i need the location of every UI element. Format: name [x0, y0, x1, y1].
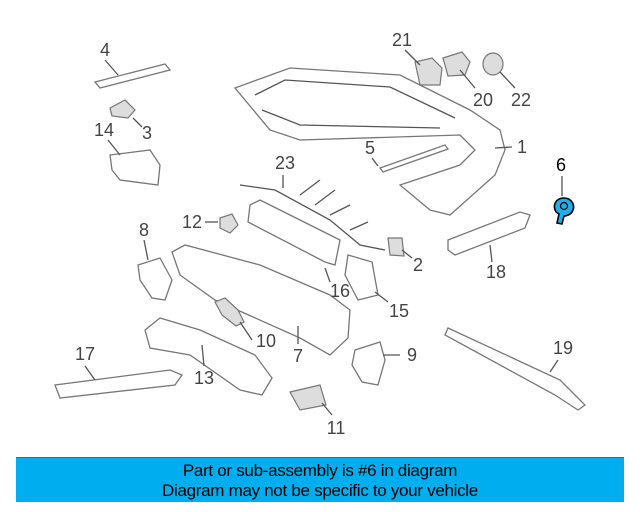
part-17-molding[interactable] [54, 369, 183, 399]
callout-1[interactable]: 1 [517, 137, 527, 157]
callout-14[interactable]: 14 [94, 120, 114, 140]
callout-13[interactable]: 13 [194, 368, 214, 388]
part-22-grommet[interactable] [482, 52, 504, 76]
part-2-bracket[interactable] [387, 237, 405, 257]
part-18-molding[interactable] [447, 211, 531, 256]
callout-18[interactable]: 18 [486, 262, 506, 282]
callout-4[interactable]: 4 [100, 40, 110, 60]
callout-23[interactable]: 23 [275, 153, 295, 173]
callout-17[interactable]: 17 [75, 344, 95, 364]
part-13-support[interactable] [144, 317, 273, 396]
callout-16[interactable]: 16 [330, 281, 350, 301]
part-3-clip[interactable] [109, 99, 136, 119]
part-11-bracket[interactable] [289, 384, 327, 411]
callout-8[interactable]: 8 [139, 220, 149, 240]
part-14-bracket[interactable] [109, 149, 161, 186]
callout-6[interactable]: 6 [556, 155, 566, 175]
leader-lines [84, 49, 563, 416]
callout-11[interactable]: 11 [327, 418, 346, 438]
part-23-wire-harness[interactable] [239, 179, 386, 251]
part-5-rod[interactable] [378, 144, 450, 173]
banner-line-disclaimer: Diagram may not be specific to your vehi… [162, 481, 478, 500]
part-12-plug[interactable] [219, 213, 239, 234]
part-4-molding[interactable] [93, 63, 172, 89]
callout-labels: 1 2 3 4 5 6 7 8 9 10 11 12 13 14 15 16 1… [75, 30, 573, 438]
callout-9[interactable]: 9 [407, 345, 417, 365]
banner-line-part: Part or sub-assembly is #6 in diagram [182, 461, 458, 480]
callout-5[interactable]: 5 [365, 138, 375, 158]
part-9-bracket[interactable] [351, 341, 386, 386]
callout-15[interactable]: 15 [389, 301, 409, 321]
part-10-bolt[interactable] [214, 297, 245, 327]
callout-20[interactable]: 20 [473, 90, 493, 110]
callout-21[interactable]: 21 [392, 30, 412, 50]
part-1-bumper-cover[interactable] [233, 67, 506, 216]
part-19-molding[interactable] [444, 327, 587, 411]
callout-10[interactable]: 10 [256, 331, 276, 351]
callout-12[interactable]: 12 [182, 212, 202, 232]
part-6-clip[interactable] [553, 197, 575, 225]
part-8-bracket[interactable] [137, 257, 173, 301]
part-7-impact-bar[interactable] [171, 244, 351, 356]
part-20-bushing[interactable] [442, 51, 471, 77]
callout-22[interactable]: 22 [511, 90, 531, 110]
callout-3[interactable]: 3 [142, 123, 152, 143]
callout-19[interactable]: 19 [553, 338, 573, 358]
info-banner: Part or sub-assembly is #6 in diagram Di… [16, 457, 624, 502]
callout-2[interactable]: 2 [413, 255, 423, 275]
callout-7[interactable]: 7 [293, 346, 303, 366]
part-15-absorber[interactable] [344, 254, 379, 301]
part-16-reinforcement[interactable] [247, 199, 341, 266]
part-21-sensor[interactable] [414, 57, 443, 86]
